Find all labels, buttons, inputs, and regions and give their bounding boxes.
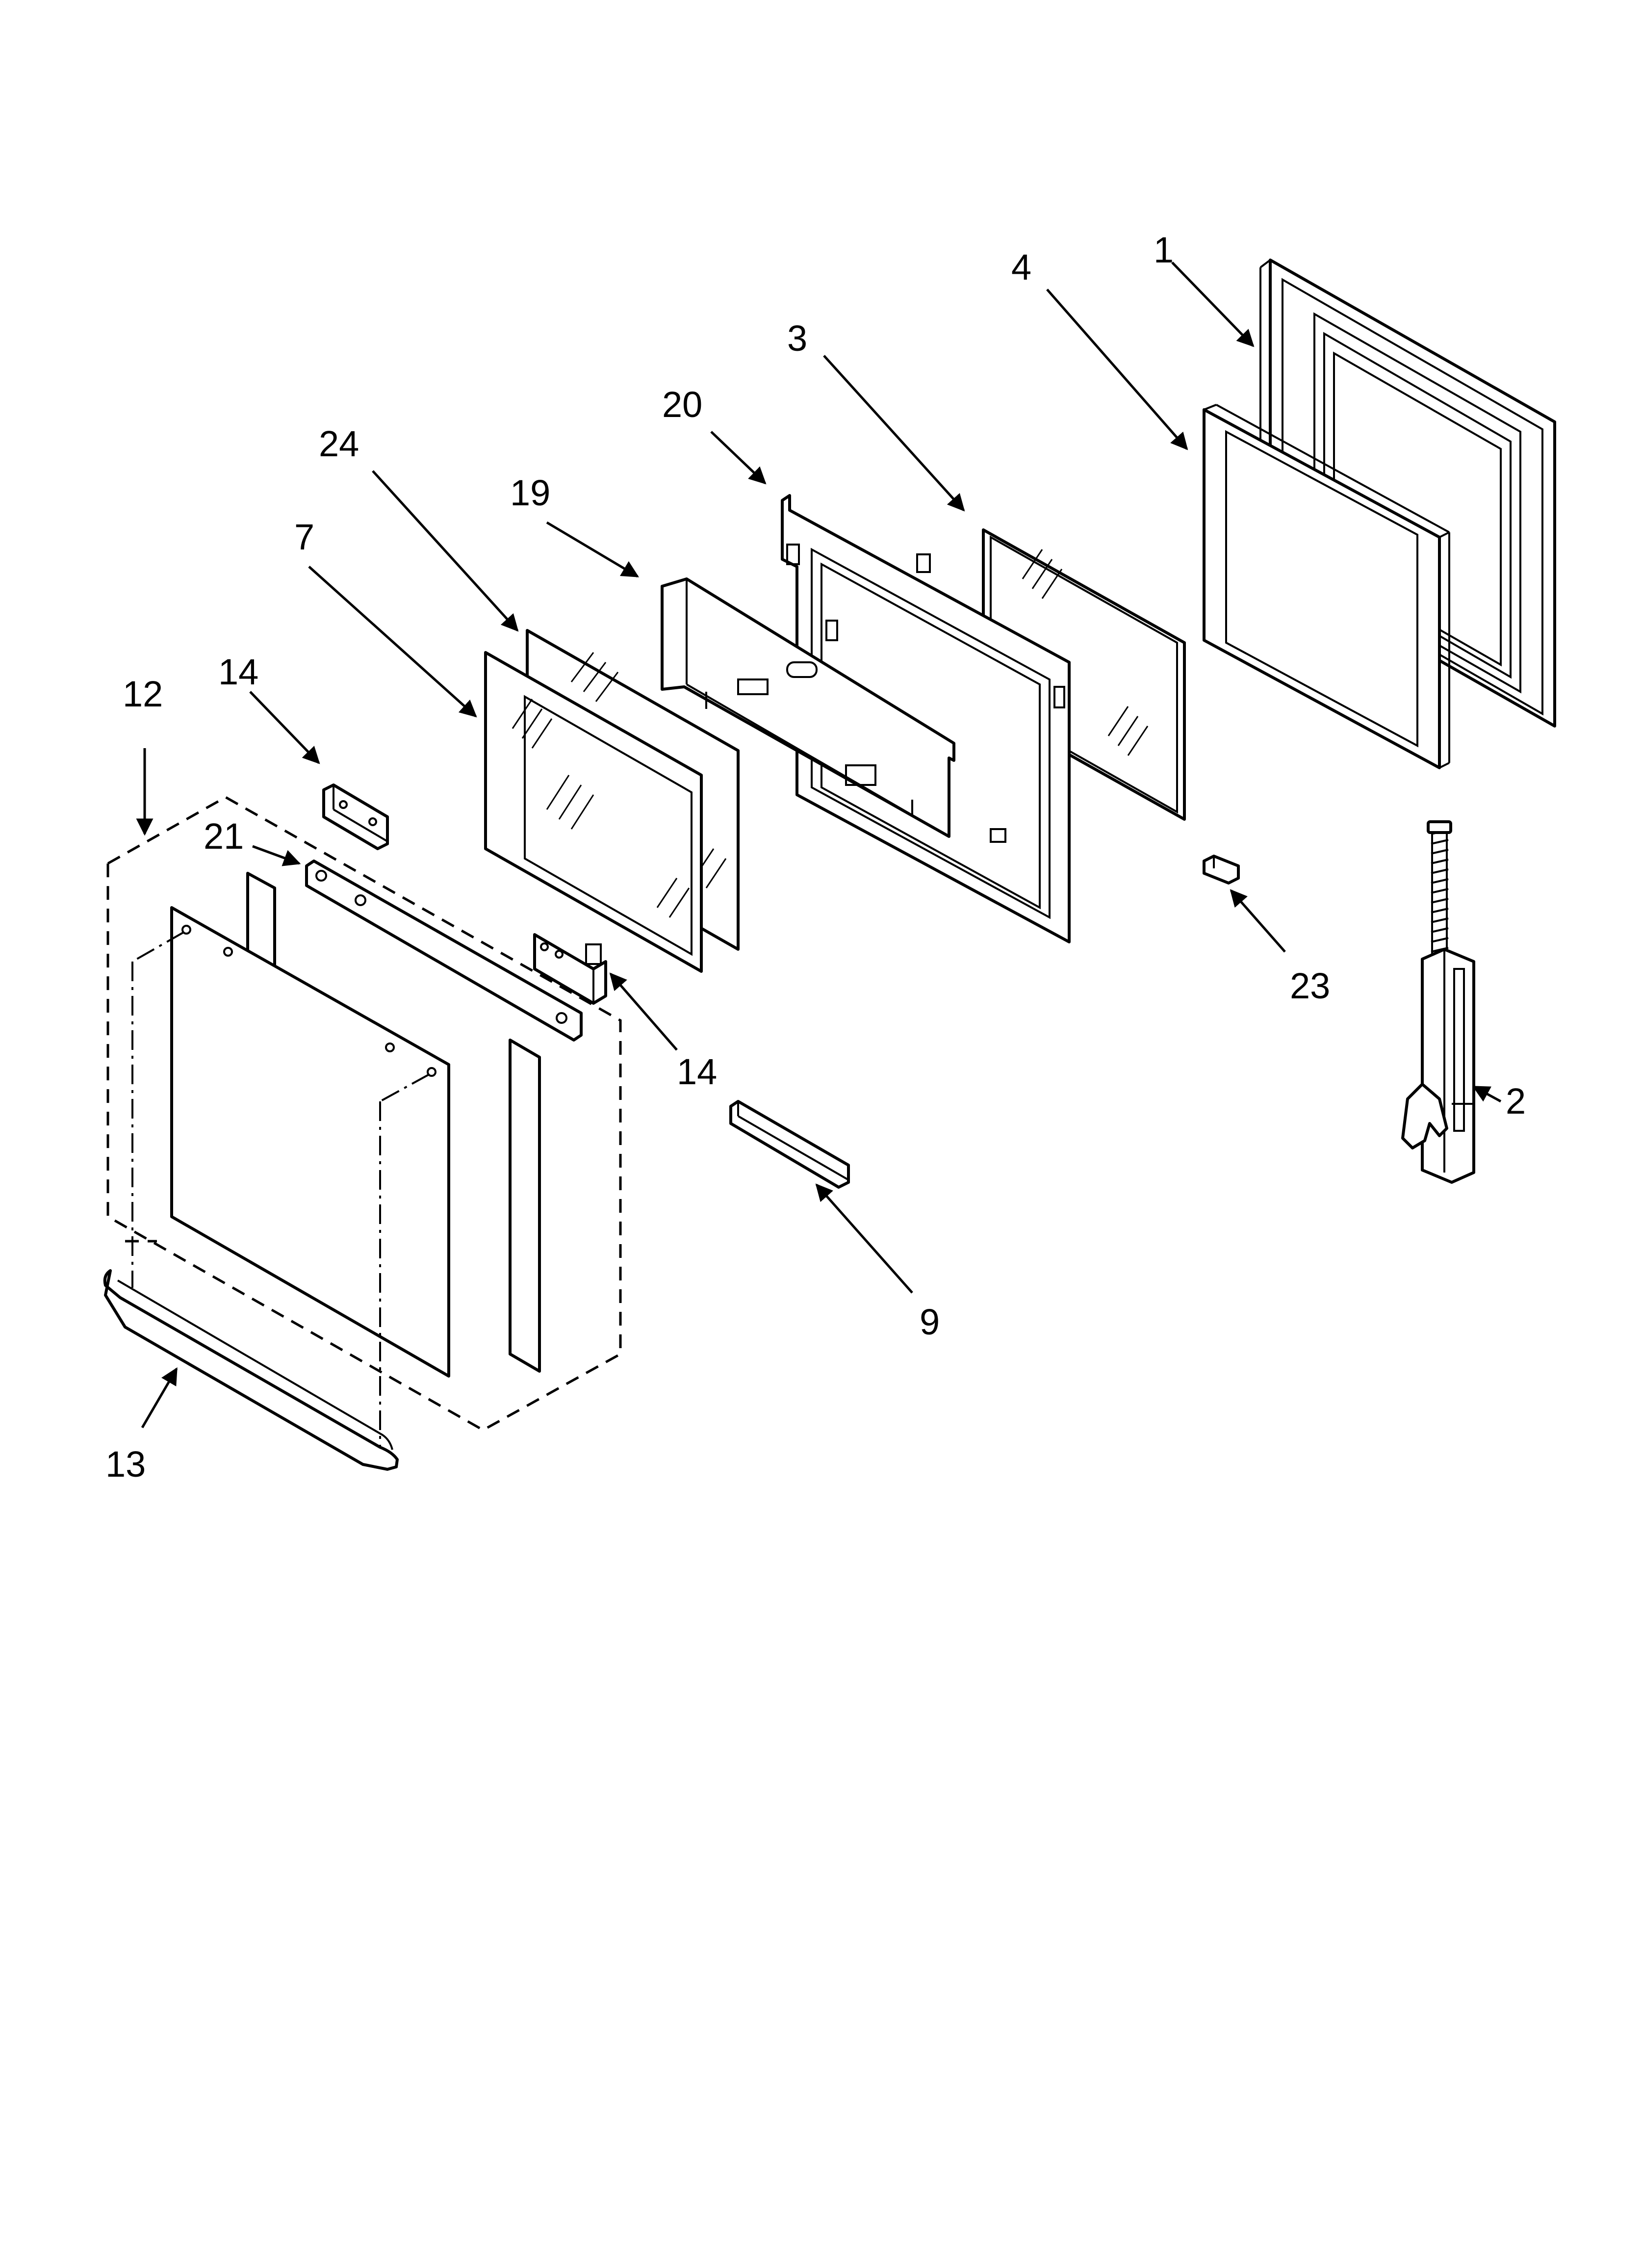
callout-3: 3 — [787, 318, 807, 359]
callout-9: 9 — [920, 1302, 940, 1342]
callout-21: 21 — [204, 816, 244, 857]
callout-19: 19 — [510, 472, 550, 513]
part-21-trim-strip — [305, 860, 583, 1042]
part-12-outer-door-assembly — [106, 796, 622, 1432]
right-side-strip — [509, 1039, 541, 1373]
callout-24: 24 — [319, 423, 359, 464]
callout-23: 23 — [1290, 965, 1330, 1006]
part-14-bracket-lower — [533, 933, 607, 1005]
callout-12: 12 — [123, 674, 163, 714]
callout-14-lower: 14 — [677, 1051, 717, 1092]
callout-20: 20 — [662, 384, 702, 425]
callout-7: 7 — [294, 517, 314, 557]
part-19-baffle — [661, 577, 955, 838]
part-13-door-handle — [103, 1269, 399, 1471]
part-4-door-frame — [1203, 404, 1450, 769]
callout-1: 1 — [1154, 230, 1174, 270]
leader-lines — [136, 261, 1502, 1429]
callout-14-upper: 14 — [218, 652, 258, 692]
callout-13: 13 — [105, 1444, 146, 1485]
part-9-gasket-strip — [729, 1100, 850, 1189]
part-2-hinge — [1401, 820, 1475, 1184]
part-23-clip — [1203, 855, 1240, 885]
outer-door-panel — [170, 906, 450, 1378]
callout-2: 2 — [1506, 1081, 1526, 1121]
part-14-bracket-upper — [322, 783, 389, 850]
callout-4: 4 — [1011, 247, 1031, 287]
part-1-outer-door-panel — [1259, 259, 1556, 728]
part-7-outer-glass — [484, 651, 703, 973]
